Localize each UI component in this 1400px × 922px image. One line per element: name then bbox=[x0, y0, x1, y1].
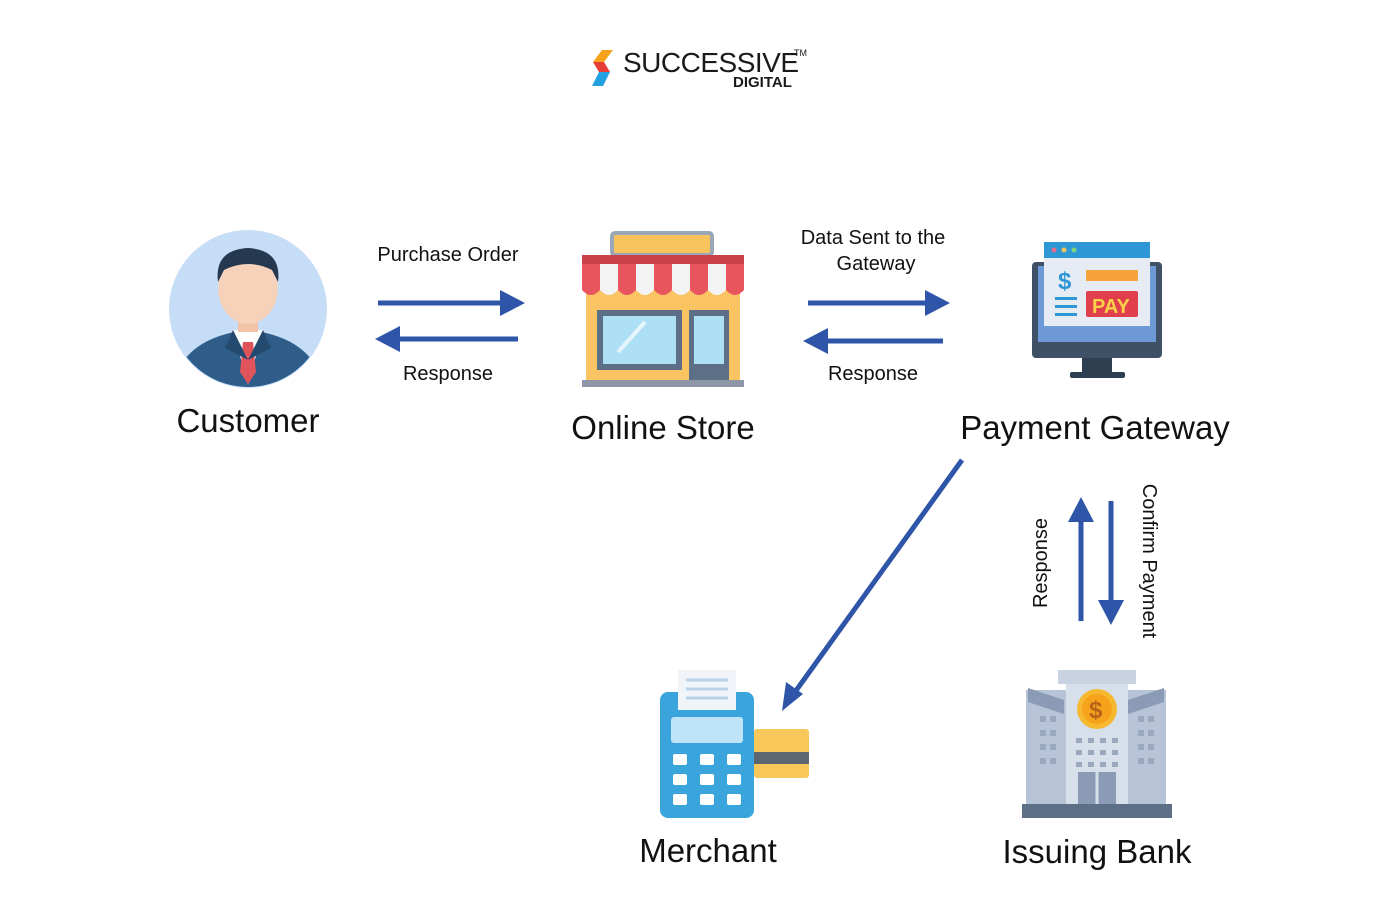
confirm-payment-label: Confirm Payment bbox=[1138, 484, 1160, 639]
svg-text:$: $ bbox=[1058, 268, 1072, 295]
merchant-label: Merchant bbox=[639, 832, 777, 869]
data-sent-label-line2: Gateway bbox=[837, 253, 916, 275]
issuing-bank-label: Issuing Bank bbox=[1003, 833, 1192, 870]
purchase-order-arrow bbox=[378, 290, 525, 316]
successive-digital-logo: SUCCESSIVE TM DIGITAL bbox=[592, 47, 807, 91]
payment-gateway-label: Payment Gateway bbox=[960, 409, 1230, 446]
logo-name: SUCCESSIVE bbox=[623, 47, 799, 78]
logo-mark-icon bbox=[592, 50, 613, 86]
logo-trademark: TM bbox=[794, 48, 807, 58]
data-sent-arrow bbox=[808, 290, 950, 316]
svg-text:$: $ bbox=[1089, 697, 1103, 724]
card-terminal-icon bbox=[660, 670, 809, 818]
gateway-to-merchant-arrow bbox=[782, 458, 965, 711]
customer-label: Customer bbox=[176, 402, 319, 439]
bank-response-label: Response bbox=[1030, 518, 1052, 608]
customer-icon bbox=[169, 230, 327, 388]
online-store-label: Online Store bbox=[571, 409, 754, 446]
purchase-order-label: Purchase Order bbox=[377, 244, 519, 266]
data-sent-label-line1: Data Sent to the bbox=[801, 227, 946, 249]
bank-response-arrow bbox=[1068, 497, 1094, 621]
storefront-icon bbox=[582, 231, 744, 387]
confirm-payment-arrow bbox=[1098, 501, 1124, 625]
gateway-response-arrow bbox=[803, 328, 943, 354]
gateway-response-label: Response bbox=[828, 363, 918, 385]
logo-subtitle: DIGITAL bbox=[733, 74, 792, 91]
svg-text:PAY: PAY bbox=[1092, 296, 1130, 318]
payment-monitor-icon: $ PAY bbox=[1032, 242, 1162, 378]
bank-building-icon: $ bbox=[1022, 670, 1172, 818]
store-response-arrow bbox=[375, 326, 518, 352]
store-response-label: Response bbox=[403, 363, 493, 385]
